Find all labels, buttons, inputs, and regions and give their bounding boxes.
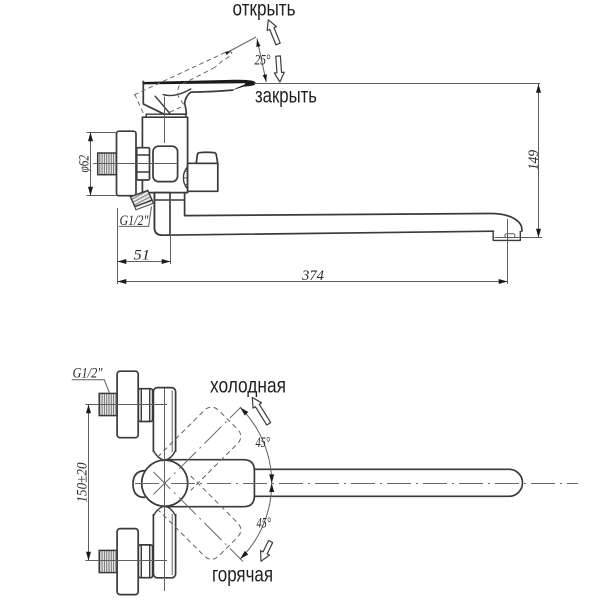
svg-text:149: 149 (526, 150, 542, 170)
svg-text:холодная: холодная (210, 375, 286, 398)
svg-text:φ62: φ62 (77, 155, 93, 173)
svg-text:374: 374 (301, 268, 324, 284)
svg-text:G1/2": G1/2" (73, 366, 104, 382)
svg-text:45°: 45° (257, 516, 272, 532)
svg-text:150±20: 150±20 (75, 462, 91, 502)
svg-text:25°: 25° (255, 53, 271, 69)
svg-text:открыть: открыть (233, 0, 296, 21)
svg-text:закрыть: закрыть (255, 85, 317, 108)
svg-text:G1/2": G1/2" (120, 213, 150, 229)
svg-text:45°: 45° (256, 435, 271, 451)
svg-text:горячая: горячая (212, 564, 273, 587)
svg-text:51: 51 (134, 248, 151, 264)
